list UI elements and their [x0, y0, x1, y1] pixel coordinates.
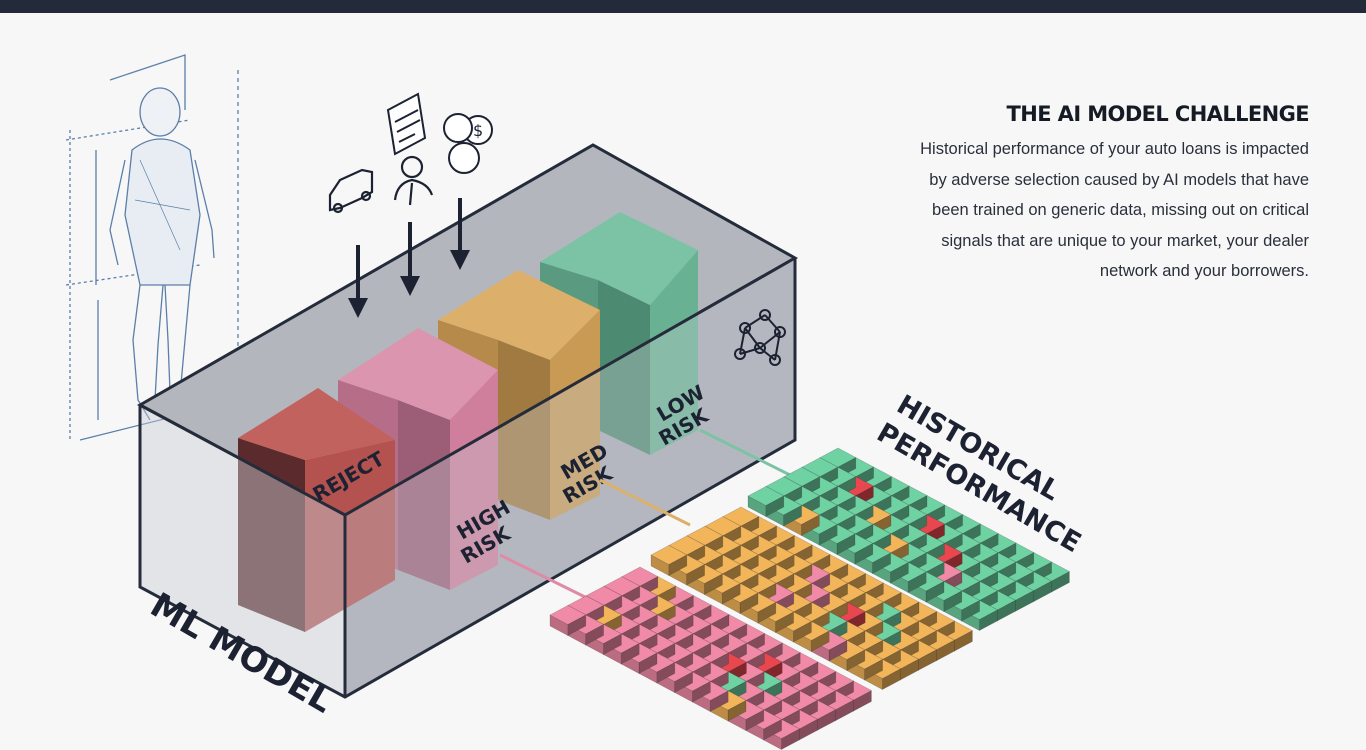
- top-bar: [0, 0, 1366, 13]
- connectors: [499, 428, 791, 599]
- money-icon: $: [443, 113, 493, 174]
- businessperson-icon: [393, 155, 434, 206]
- challenge-body-line: signals that are unique to your market, …: [941, 231, 1309, 250]
- document-icon: [386, 92, 427, 156]
- med-risk-grid-cube: [650, 545, 688, 577]
- svg-text:$: $: [473, 121, 483, 140]
- box-edges: [138, 256, 797, 699]
- challenge-body-line: been trained on generic data, missing ou…: [932, 201, 1309, 219]
- input-arrows: [348, 198, 470, 318]
- network-icon: [734, 309, 786, 366]
- reject-bar: [238, 388, 395, 632]
- car-icon: [328, 168, 374, 214]
- box-front-face: [345, 258, 795, 697]
- low-risk-grid-cube: [747, 486, 785, 518]
- challenge-body-line: Historical performance of your auto loan…: [920, 140, 1309, 158]
- challenge-heading: THE AI MODEL CHALLENGE: [1006, 102, 1310, 126]
- challenge-text: THE AI MODEL CHALLENGE Historical perfor…: [789, 102, 1309, 287]
- box-left-face: [140, 405, 345, 697]
- high-risk-grid-cube: [549, 605, 587, 637]
- historical-performance-grids: [549, 447, 1071, 750]
- person-sketch-icon: [65, 54, 241, 441]
- challenge-body-line: network and your borrowers.: [1099, 262, 1309, 280]
- challenge-body-line: by adverse selection caused by AI models…: [929, 170, 1309, 189]
